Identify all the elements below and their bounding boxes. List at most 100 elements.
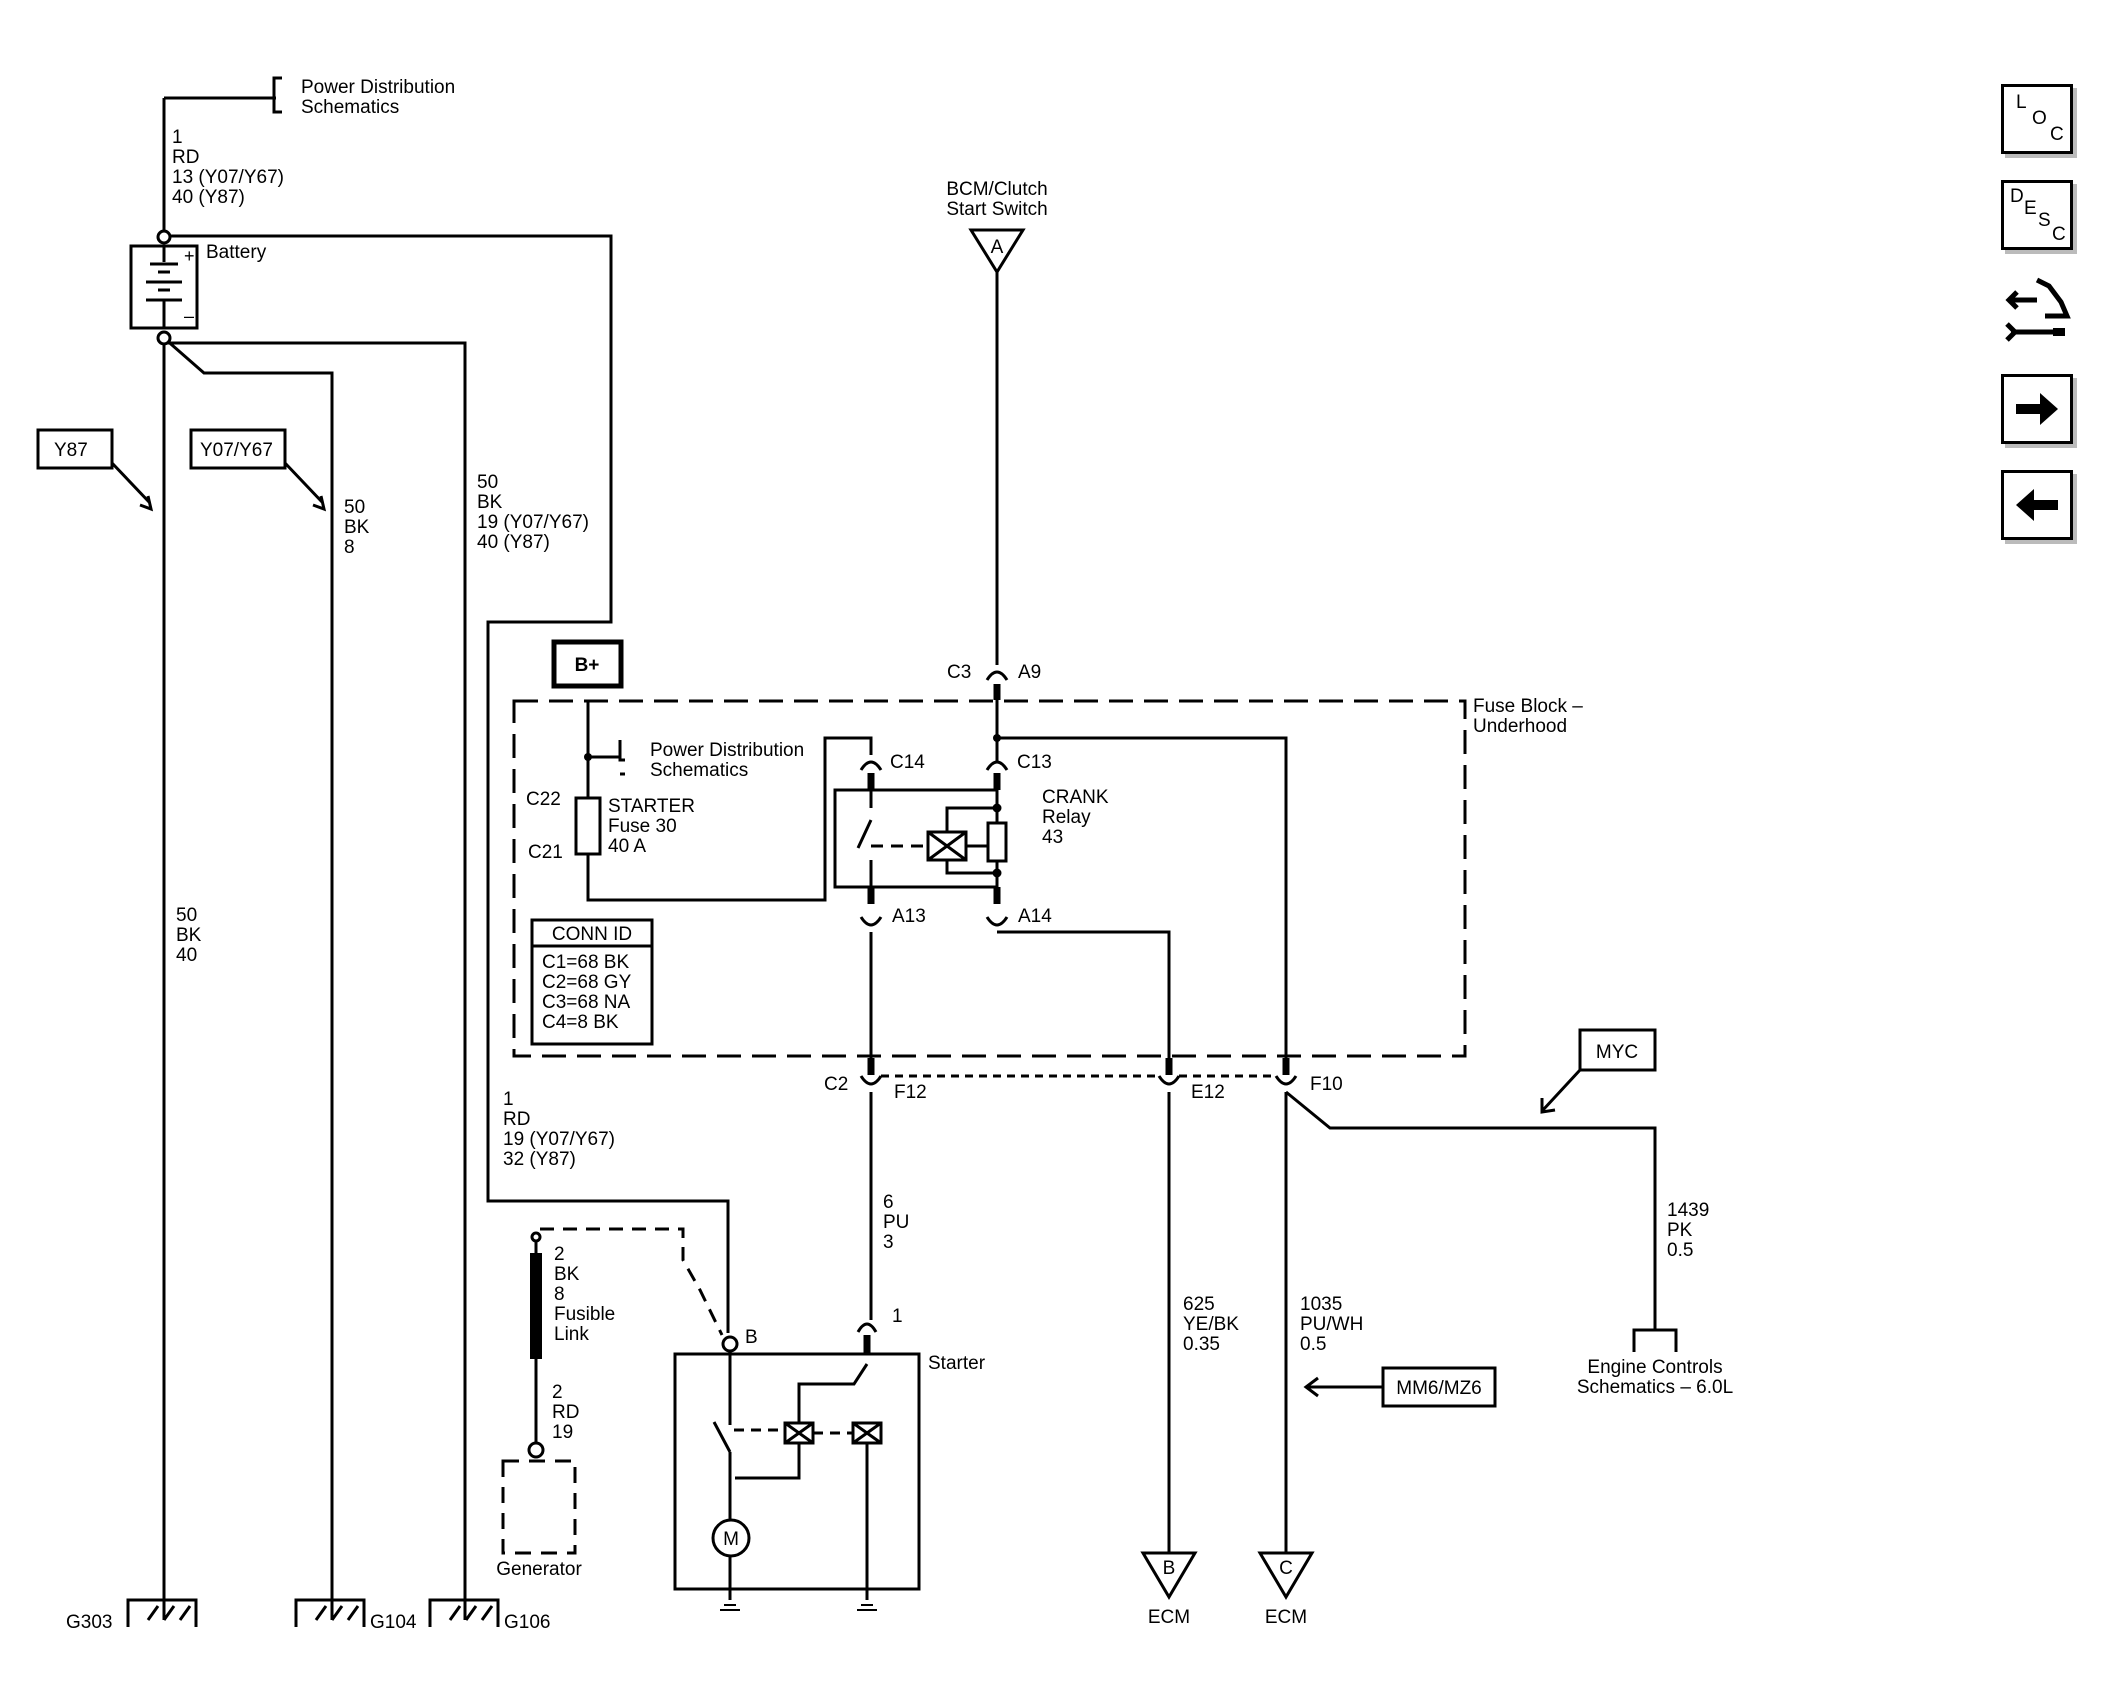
- starter-fuse-label: STARTER: [608, 796, 695, 817]
- diagram-label: 8: [344, 537, 355, 558]
- diagram-label: A13: [892, 906, 926, 927]
- diagram-label: 40: [176, 945, 197, 966]
- diagram-label: Schematics: [650, 760, 748, 781]
- diagram-label: 1: [892, 1306, 903, 1327]
- battery-label: Battery: [206, 242, 267, 263]
- diagram-label: E12: [1191, 1082, 1225, 1103]
- connector-c: C: [1279, 1558, 1293, 1579]
- diagram-label: BK: [554, 1264, 580, 1285]
- diagram-label: 19 (Y07/Y67): [503, 1129, 615, 1150]
- diagram-label: YE/BK: [1183, 1314, 1239, 1335]
- back-button[interactable]: [2001, 470, 2073, 540]
- diagram-label: 13 (Y07/Y67): [172, 167, 284, 188]
- diagram-label: F10: [1310, 1074, 1343, 1095]
- ground-g303: G303: [66, 1612, 112, 1633]
- diagram-label: 1035: [1300, 1294, 1342, 1315]
- diagram-label: Fuse 30: [608, 816, 677, 837]
- diagram-label: C13: [1017, 752, 1052, 773]
- diagram-label: 625: [1183, 1294, 1215, 1315]
- power-distribution-label: Power Distribution: [301, 77, 455, 98]
- option-y87: Y87: [54, 440, 88, 461]
- diagram-label: 32 (Y87): [503, 1149, 576, 1170]
- diagram-label: 40 (Y87): [477, 532, 550, 553]
- diagram-label: C: [2050, 124, 2064, 145]
- location-button[interactable]: L O C: [2001, 84, 2073, 154]
- diagram-label: C2=68 GY: [542, 972, 632, 993]
- diagram-label: C3=68 NA: [542, 992, 631, 1013]
- diagram-label: +: [184, 246, 195, 266]
- diagram-label: 2: [552, 1382, 563, 1403]
- diagram-label: C21: [528, 842, 563, 863]
- next-button[interactable]: [2001, 374, 2073, 444]
- conn-id-title: CONN ID: [552, 924, 632, 945]
- arrow-left-icon: [2016, 489, 2058, 521]
- generator-label: Generator: [496, 1559, 582, 1580]
- option-myc: MYC: [1596, 1042, 1638, 1063]
- starter-label: Starter: [928, 1353, 986, 1374]
- diagram-label: BK: [176, 925, 202, 946]
- diagram-label: 1: [503, 1089, 514, 1110]
- power-distribution-label-2: Schematics: [301, 97, 399, 118]
- diagram-label: 0.5: [1667, 1240, 1693, 1261]
- ecm-c-label: ECM: [1265, 1607, 1307, 1628]
- description-button[interactable]: D E S C: [2001, 180, 2073, 250]
- diagram-label: Relay: [1042, 807, 1091, 828]
- diagram-label: Start Switch: [946, 199, 1047, 220]
- diagram-label: RD: [503, 1109, 530, 1130]
- diagram-label: 40 A: [608, 836, 646, 857]
- diagram-label: B: [745, 1327, 758, 1348]
- diagram-label: C1=68 BK: [542, 952, 629, 973]
- diagram-label: 19 (Y07/Y67): [477, 512, 589, 533]
- b-plus-label: B+: [575, 655, 600, 676]
- motor-symbol: M: [723, 1529, 739, 1550]
- diagram-label: C2: [824, 1074, 848, 1095]
- diagram-label: D: [2010, 186, 2024, 207]
- diagram-label: A9: [1018, 662, 1041, 683]
- fusible-link-label: Fusible: [554, 1304, 615, 1325]
- diagram-label: 1439: [1667, 1200, 1709, 1221]
- diagram-label: PU/WH: [1300, 1314, 1363, 1335]
- diagram-label: Link: [554, 1324, 589, 1345]
- diagram-label: PU: [883, 1212, 909, 1233]
- ecm-b-label: ECM: [1148, 1607, 1190, 1628]
- connector-b: B: [1163, 1558, 1176, 1579]
- diagram-label: 50: [176, 905, 197, 926]
- diagram-label: 3: [883, 1232, 894, 1253]
- crank-relay-label: CRANK: [1042, 787, 1109, 808]
- tools-button[interactable]: [2001, 272, 2073, 342]
- diagram-label: O: [2032, 108, 2047, 129]
- diagram-label: C: [2052, 224, 2066, 245]
- diagram-label: E: [2024, 198, 2037, 219]
- diagram-label: F12: [894, 1082, 927, 1103]
- diagram-label: 50: [477, 472, 498, 493]
- diagram-label: 0.35: [1183, 1334, 1220, 1355]
- option-y07-y67: Y07/Y67: [200, 440, 273, 461]
- diagram-label: 50: [344, 497, 365, 518]
- diagram-label: RD: [552, 1402, 579, 1423]
- connector-a: A: [991, 237, 1004, 258]
- diagram-label: 40 (Y87): [172, 187, 245, 208]
- diagram-label: Power Distribution: [650, 740, 804, 761]
- diagram-label: 8: [554, 1284, 565, 1305]
- diagram-label: 43: [1042, 827, 1063, 848]
- diagram-label: BK: [344, 517, 370, 538]
- option-mm6-mz6: MM6/MZ6: [1396, 1378, 1482, 1399]
- arrow-right-icon: [2016, 393, 2058, 425]
- diagram-label: A14: [1018, 906, 1052, 927]
- diagram-label: Underhood: [1473, 716, 1567, 737]
- diagram-label: 0.5: [1300, 1334, 1326, 1355]
- diagram-label: RD: [172, 147, 199, 168]
- diagram-label: L: [2016, 92, 2027, 113]
- ground-g104: G104: [370, 1612, 417, 1633]
- diagram-label: 19: [552, 1422, 573, 1443]
- diagram-label: 2: [554, 1244, 565, 1265]
- tools-icon: [2005, 277, 2071, 342]
- diagram-label: S: [2038, 210, 2051, 231]
- bcm-label: BCM/Clutch: [946, 179, 1047, 200]
- diagram-label: C14: [890, 752, 925, 773]
- diagram-label: 1: [172, 127, 183, 148]
- diagram-label: BK: [477, 492, 503, 513]
- diagram-label: 6: [883, 1192, 894, 1213]
- diagram-label: Schematics – 6.0L: [1577, 1377, 1733, 1398]
